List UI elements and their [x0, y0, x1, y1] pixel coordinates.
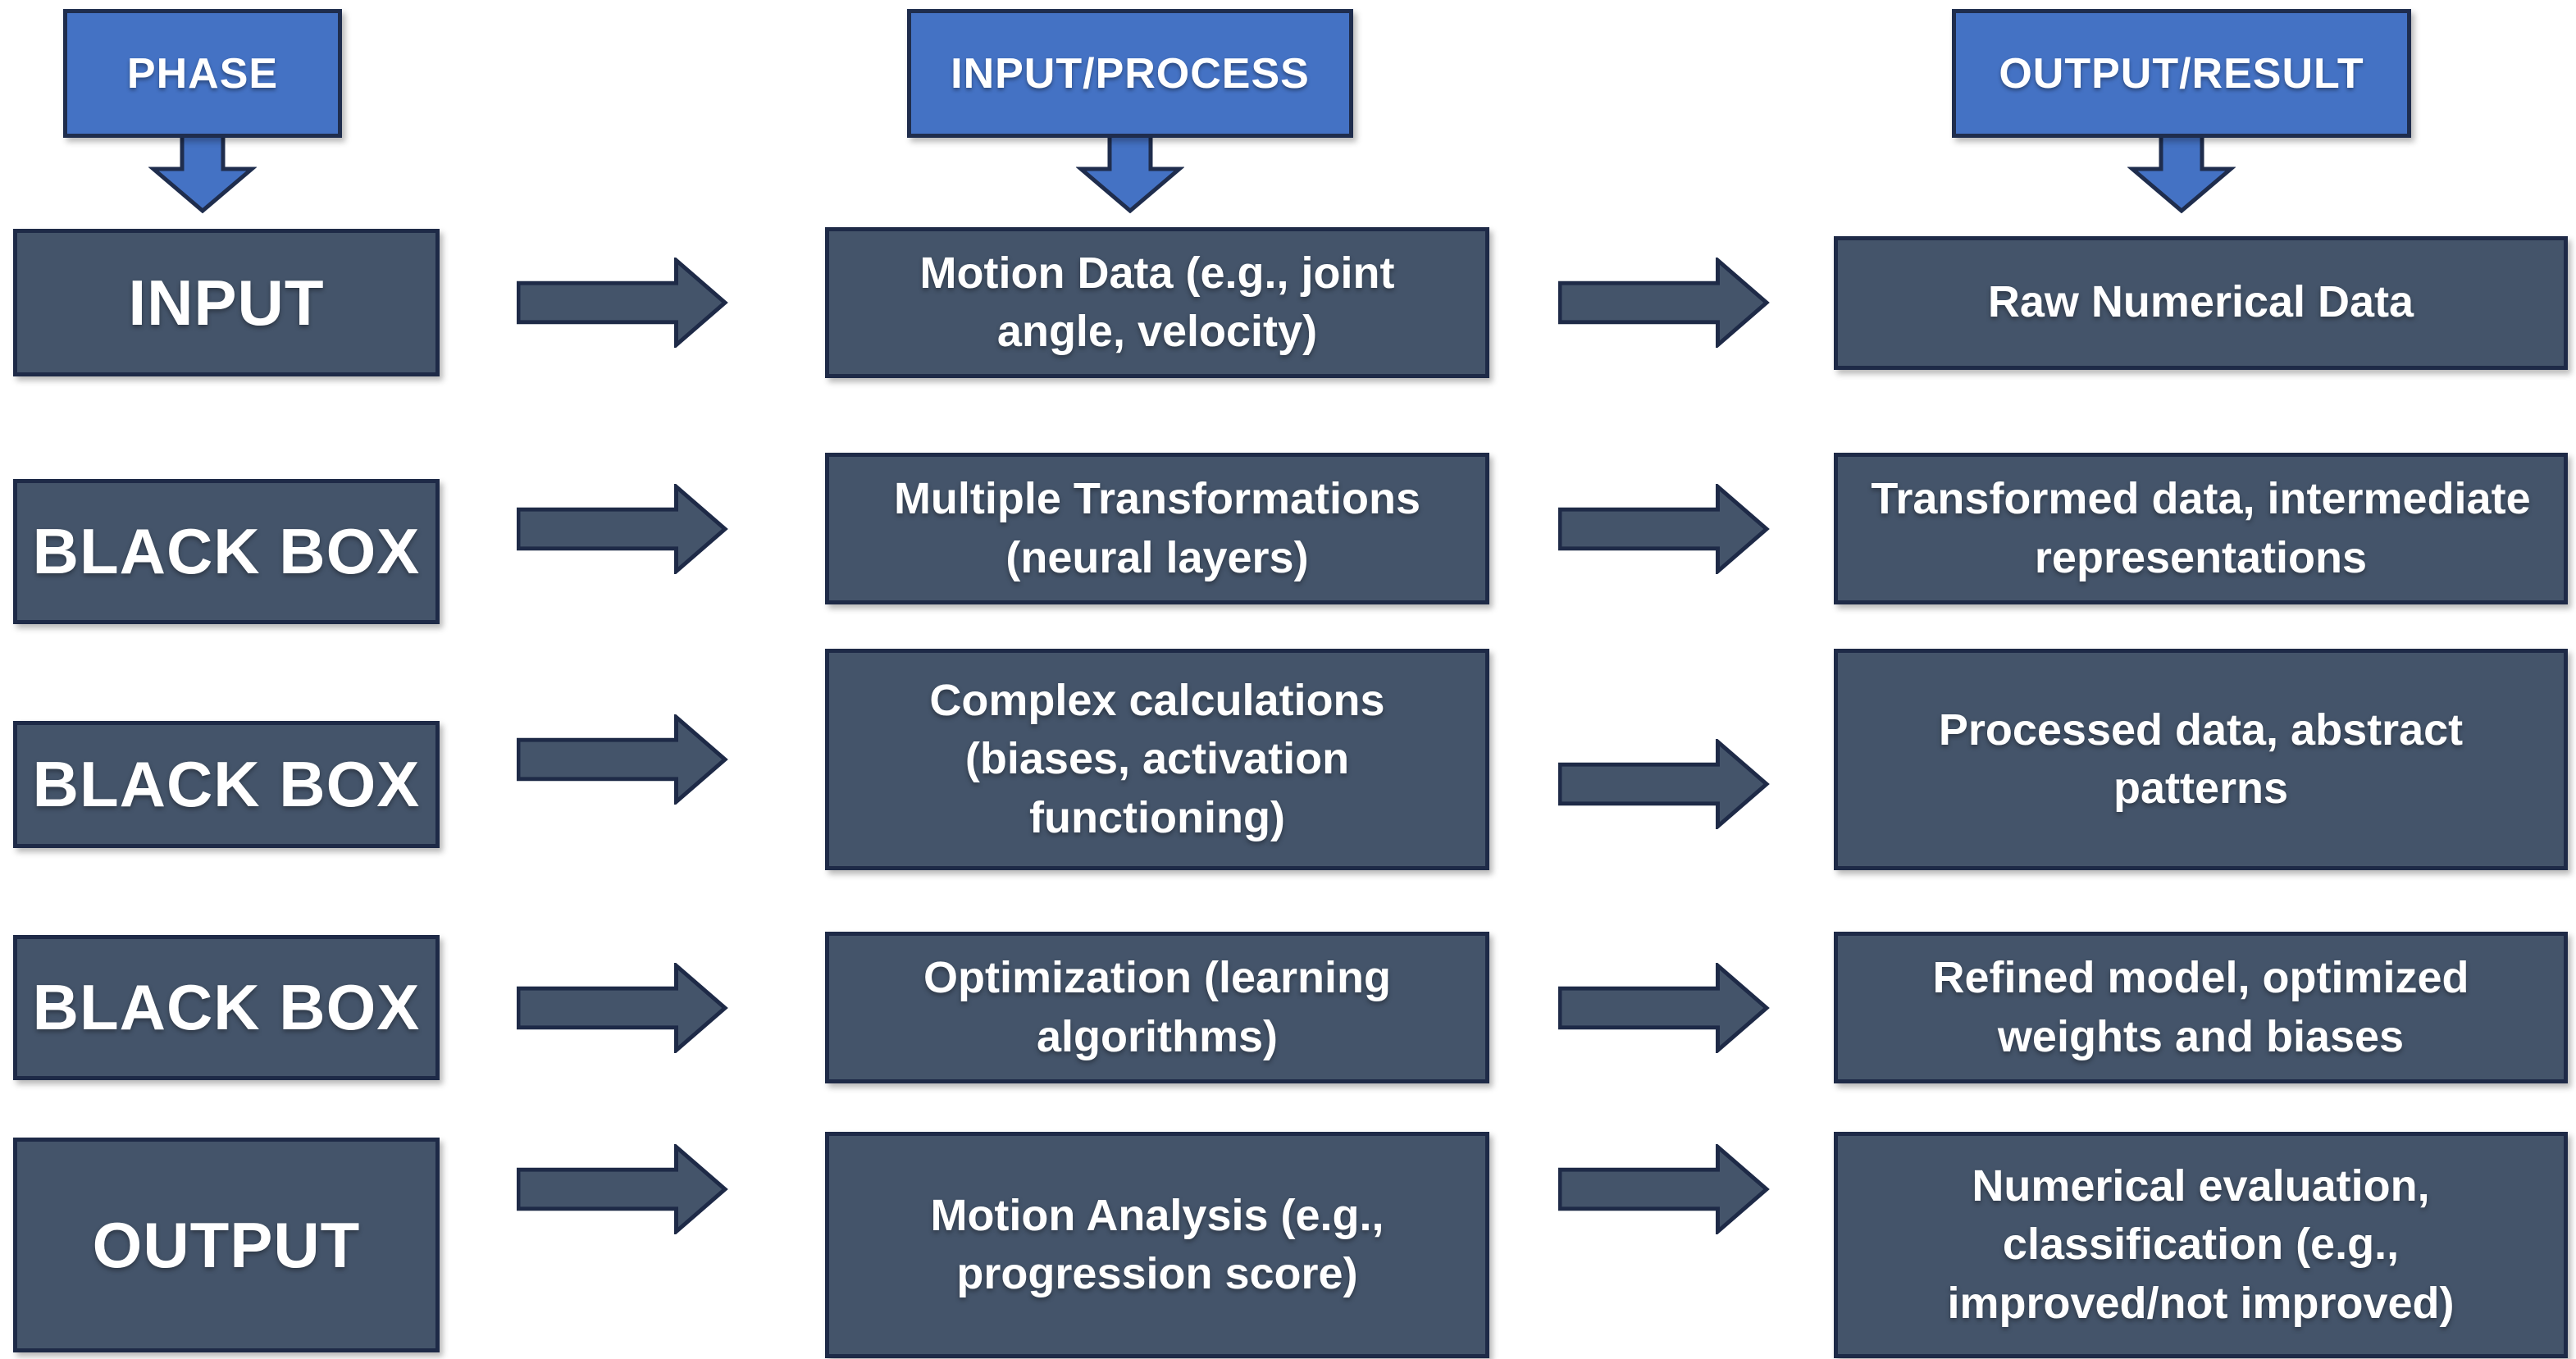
right-arrow-icon [517, 258, 728, 348]
right-arrow-icon [1558, 1144, 1770, 1234]
process-box: Optimization (learning algorithms) [825, 932, 1489, 1083]
right-arrow-icon [517, 1144, 728, 1234]
flow-row-black-box-2: BLACK BOX Complex calculations (biases, … [0, 649, 2576, 870]
phase-box: INPUT [13, 229, 440, 376]
right-arrow-icon [517, 483, 728, 574]
down-arrow-icon [1076, 130, 1184, 213]
result-box: Processed data, abstract patterns [1834, 649, 2568, 870]
input-process-header-label: INPUT/PROCESS [951, 49, 1310, 98]
flow-row-black-box-1: BLACK BOX Multiple Transformations (neur… [0, 453, 2576, 624]
down-arrow-icon [148, 130, 257, 213]
column-header-phase: PHASE [63, 9, 342, 213]
process-box: Motion Data (e.g., joint angle, velocity… [825, 227, 1489, 378]
column-header-output-result: OUTPUT/RESULT [1952, 9, 2411, 213]
result-box: Numerical evaluation, classification (e.… [1834, 1132, 2568, 1358]
right-arrow-icon [1558, 962, 1770, 1053]
flow-row-input: INPUT Motion Data (e.g., joint angle, ve… [0, 227, 2576, 378]
process-box: Motion Analysis (e.g., progression score… [825, 1132, 1489, 1358]
input-process-header-box: INPUT/PROCESS [907, 9, 1353, 138]
right-arrow-icon [1558, 739, 1770, 829]
flow-row-output: OUTPUT Motion Analysis (e.g., progressio… [0, 1132, 2576, 1358]
right-arrow-icon [517, 714, 728, 805]
process-box: Multiple Transformations (neural layers) [825, 453, 1489, 604]
output-result-header-box: OUTPUT/RESULT [1952, 9, 2411, 138]
column-header-input-process: INPUT/PROCESS [907, 9, 1353, 213]
phase-header-box: PHASE [63, 9, 342, 138]
phase-header-label: PHASE [126, 49, 279, 98]
right-arrow-icon [1558, 258, 1770, 348]
phase-box: BLACK BOX [13, 720, 440, 848]
down-arrow-icon [2127, 130, 2236, 213]
output-result-header-label: OUTPUT/RESULT [1999, 49, 2364, 98]
flow-row-black-box-3: BLACK BOX Optimization (learning algorit… [0, 932, 2576, 1083]
phase-box: BLACK BOX [13, 479, 440, 624]
result-box: Refined model, optimized weights and bia… [1834, 932, 2568, 1083]
result-box: Raw Numerical Data [1834, 235, 2568, 370]
result-box: Transformed data, intermediate represent… [1834, 453, 2568, 604]
right-arrow-icon [517, 962, 728, 1053]
right-arrow-icon [1558, 483, 1770, 574]
phase-box: BLACK BOX [13, 935, 440, 1080]
process-box: Complex calculations (biases, activation… [825, 649, 1489, 870]
phase-box: OUTPUT [13, 1138, 440, 1352]
